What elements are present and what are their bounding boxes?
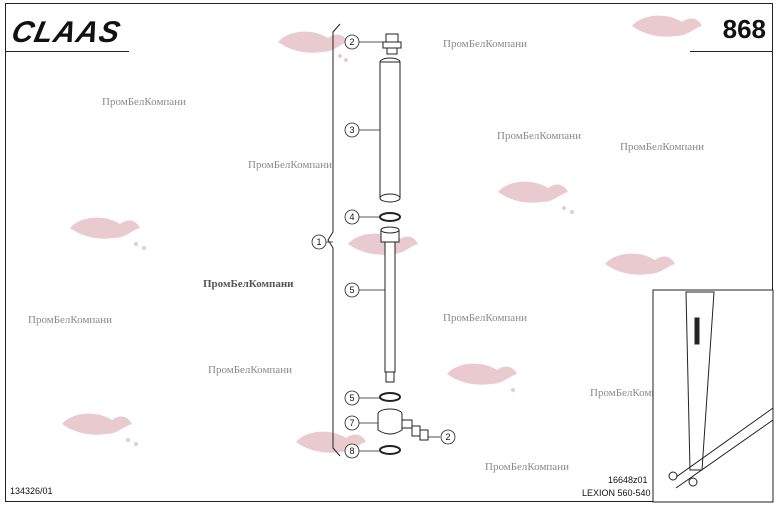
watermark-text: ПромБелКомпани <box>443 312 527 324</box>
part-fitting-top <box>382 33 402 55</box>
callout-6 <box>344 390 360 406</box>
callout-7 <box>344 415 360 431</box>
part-seal-ring-6 <box>379 392 401 402</box>
callout-label: 5 <box>349 393 354 403</box>
callout-1 <box>311 234 327 250</box>
document-code: 134326/01 <box>10 486 53 496</box>
callout-label: 3 <box>349 125 354 135</box>
watermark-text: ПромБелКомпани <box>443 38 527 50</box>
page-frame <box>5 3 773 502</box>
callout-label: 7 <box>349 418 354 428</box>
part-upper-tube <box>379 57 401 203</box>
callout-2-side <box>440 429 456 445</box>
location-inset <box>652 289 774 503</box>
leader-lines <box>326 41 440 452</box>
watermark-text: ПромБелКомпани <box>208 364 292 376</box>
header-rule-right <box>690 51 773 52</box>
watermark-text: ПромБелКомпани <box>28 314 112 326</box>
part-housing <box>377 408 429 441</box>
watermark-text: ПромБелКомпани <box>620 141 704 153</box>
watermark-logo-icon <box>62 15 702 453</box>
callout-label: 2 <box>445 432 450 442</box>
callout-3 <box>344 122 360 138</box>
callout-8 <box>344 443 360 459</box>
callout-4 <box>344 209 360 225</box>
callout-label: 5 <box>349 285 354 295</box>
assembly-bracket <box>327 23 341 457</box>
part-seal-ring-8 <box>379 445 401 455</box>
part-piston-rod <box>380 226 400 383</box>
header-rule-left <box>5 51 129 52</box>
callout-5 <box>344 282 360 298</box>
callout-label: 2 <box>349 37 354 47</box>
drawing-code: 16648z01 <box>608 475 648 485</box>
model-label: LEXION 560-540 <box>582 488 651 498</box>
watermark-text: ПромБелКомпани <box>485 461 569 473</box>
page-number: 868 <box>722 14 766 44</box>
watermark-text: ПромБелКомпани <box>203 278 294 290</box>
callout-2-top <box>344 34 360 50</box>
watermark-text: ПромБелКомпани <box>102 96 186 108</box>
watermark-text: ПромБелКомпани <box>248 159 332 171</box>
callout-label: 8 <box>349 446 354 456</box>
part-seal-ring-4 <box>379 212 401 222</box>
callout-label: 4 <box>349 212 354 222</box>
watermark-text: ПромБелКомпани <box>497 130 581 142</box>
callout-label: 1 <box>316 237 321 247</box>
